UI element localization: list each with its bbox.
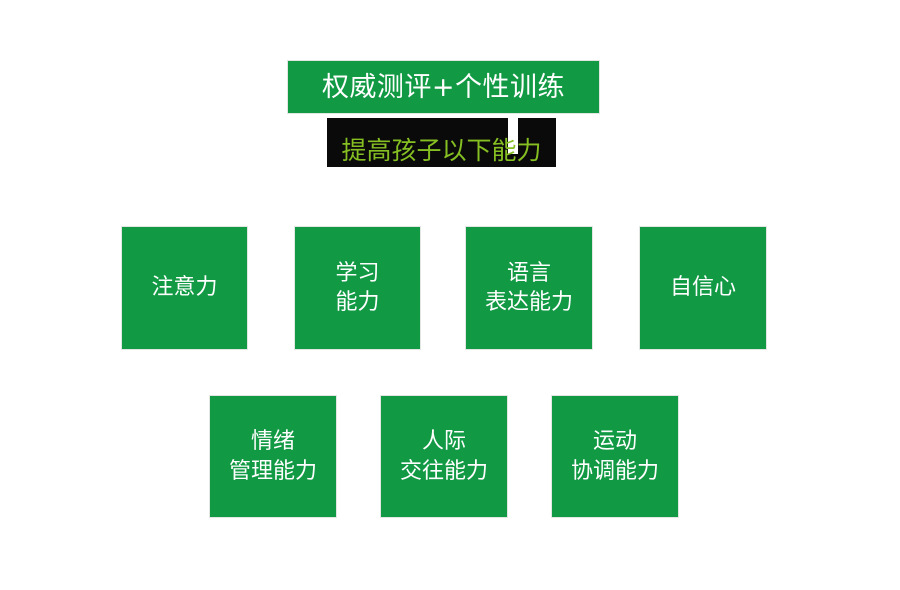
- ability-box-attention[interactable]: 注意力: [121, 226, 248, 350]
- ability-box-motor-coordination[interactable]: 运动 协调能力: [551, 395, 679, 518]
- ability-box-label: 人际 交往能力: [399, 429, 488, 484]
- ability-box-interpersonal[interactable]: 人际 交往能力: [380, 395, 508, 518]
- ability-box-learning[interactable]: 学习 能力: [294, 226, 421, 350]
- ability-box-language-expression[interactable]: 语言 表达能力: [465, 226, 593, 350]
- header-subtitle-banner-notch: [508, 118, 518, 154]
- ability-box-label: 情绪 管理能力: [228, 429, 317, 484]
- header-title-text: 权威测评+个性训练: [321, 71, 566, 103]
- ability-box-label: 注意力: [151, 275, 218, 301]
- ability-box-label: 运动 协调能力: [570, 429, 659, 484]
- ability-box-label: 学习 能力: [335, 260, 380, 315]
- ability-box-emotion-management[interactable]: 情绪 管理能力: [209, 395, 337, 518]
- header-title-banner: 权威测评+个性训练: [287, 60, 600, 114]
- header-subtitle-text: 提高孩子以下能力: [341, 136, 542, 165]
- ability-box-confidence[interactable]: 自信心: [639, 226, 767, 350]
- ability-box-label: 自信心: [669, 275, 736, 301]
- ability-box-label: 语言 表达能力: [484, 260, 573, 315]
